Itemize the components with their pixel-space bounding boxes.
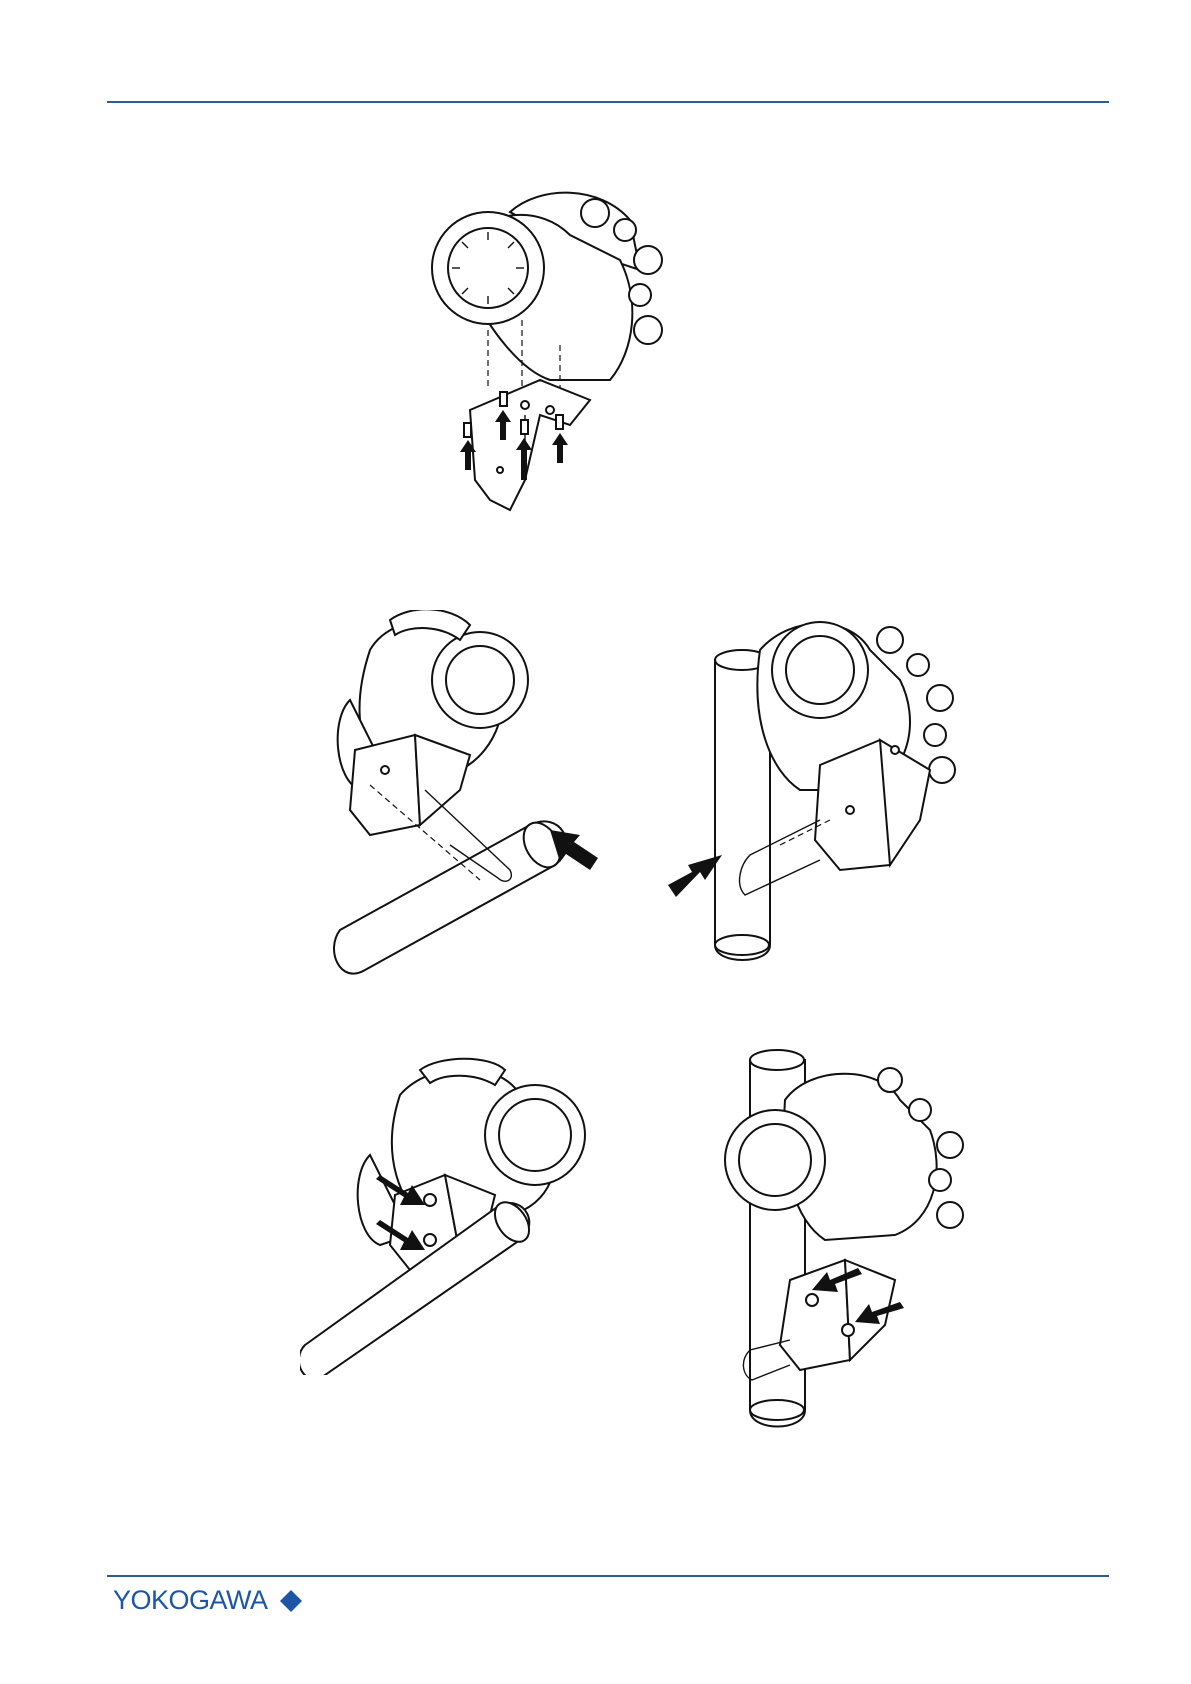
figure-vertical-pipe-ubolt [650, 610, 970, 980]
figure-horizontal-pipe-ubolt [330, 610, 630, 980]
footer-rule [107, 1575, 1109, 1577]
figure-bracket-assembly [430, 180, 670, 540]
yokogawa-logo: YOKOGAWA [113, 1584, 302, 1616]
figure-horizontal-pipe-nuts [300, 1055, 620, 1375]
figure-vertical-pipe-nuts [690, 1040, 990, 1440]
header-rule [107, 101, 1109, 103]
diamond-icon [280, 1590, 302, 1612]
logo-text: YOKOGAWA [113, 1585, 268, 1616]
